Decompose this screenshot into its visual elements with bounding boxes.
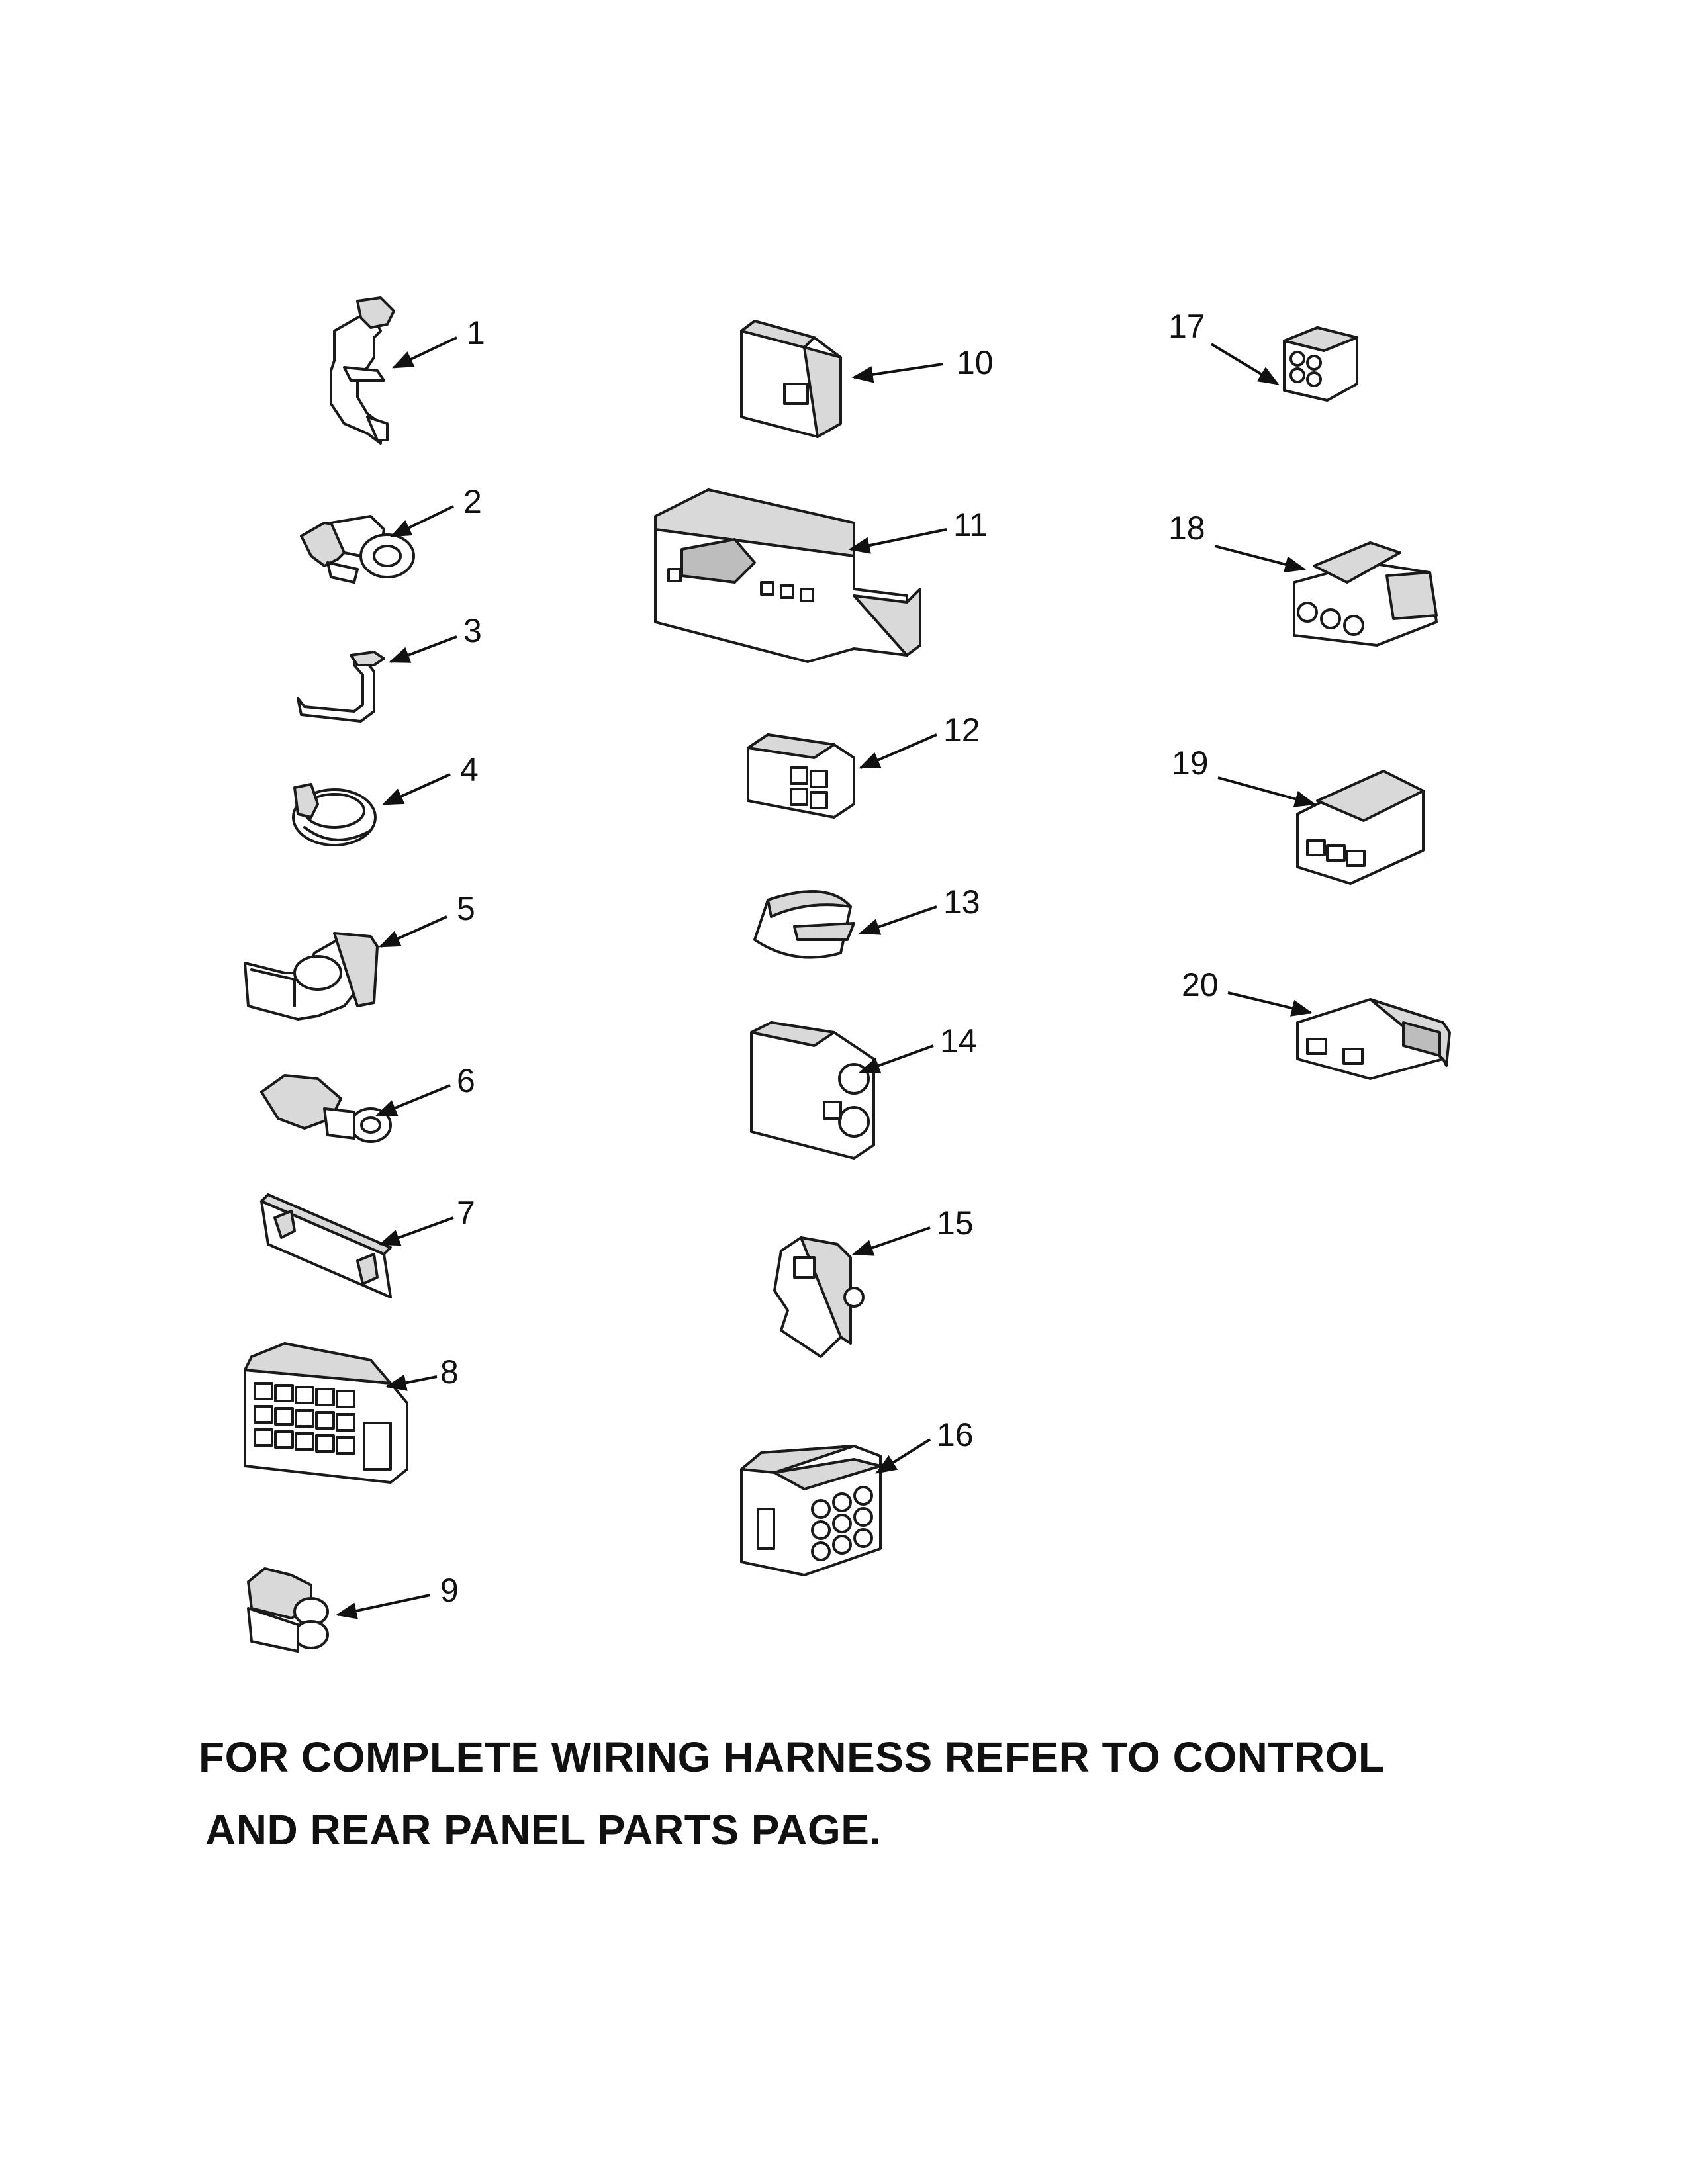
part-10-leader xyxy=(851,363,944,383)
part-18-leader xyxy=(1214,545,1307,573)
part-19-leader xyxy=(1217,776,1317,807)
part-9-leader xyxy=(335,1594,431,1619)
part-3-drawing xyxy=(297,651,385,723)
part-12-callout: 12 xyxy=(943,711,980,749)
part-11-leader xyxy=(848,528,947,554)
part-13-callout: 13 xyxy=(943,884,980,921)
part-4-callout: 4 xyxy=(460,751,479,788)
part-9-callout: 9 xyxy=(440,1572,459,1609)
part-3-leader xyxy=(389,635,457,663)
part-5-drawing xyxy=(244,932,379,1021)
part-14-leader xyxy=(858,1044,934,1074)
part-11-drawing xyxy=(654,488,921,663)
part-13-drawing xyxy=(753,890,855,959)
part-15-leader xyxy=(851,1226,931,1256)
part-19-callout: 19 xyxy=(1172,745,1209,782)
part-6-callout: 6 xyxy=(457,1062,475,1099)
part-1-leader xyxy=(392,336,457,369)
part-18-drawing xyxy=(1293,541,1438,647)
part-16-drawing xyxy=(740,1445,882,1576)
part-5-leader xyxy=(379,915,447,948)
part-7-callout: 7 xyxy=(457,1195,475,1232)
part-17-leader xyxy=(1210,343,1280,385)
note-line-2: AND REAR PANEL PARTS PAGE. xyxy=(205,1806,882,1854)
part-2-callout: 2 xyxy=(463,483,482,520)
part-10-callout: 10 xyxy=(957,344,994,381)
part-9-drawing xyxy=(247,1567,329,1653)
part-5-callout: 5 xyxy=(457,890,475,927)
part-1-callout: 1 xyxy=(467,314,485,351)
part-14-callout: 14 xyxy=(940,1023,977,1060)
part-6-leader xyxy=(375,1084,451,1116)
part-1-drawing xyxy=(330,296,395,445)
part-17-drawing xyxy=(1283,326,1358,402)
part-20-callout: 20 xyxy=(1182,966,1219,1003)
part-16-leader xyxy=(875,1438,931,1474)
part-12-leader xyxy=(859,733,937,769)
part-4-drawing xyxy=(292,783,377,846)
part-8-drawing xyxy=(244,1342,408,1484)
part-12-drawing xyxy=(747,733,855,819)
part-7-leader xyxy=(378,1216,454,1246)
part-13-leader xyxy=(858,905,937,935)
part-15-callout: 15 xyxy=(937,1205,974,1242)
wiring-harness-note: FOR COMPLETE WIRING HARNESS REFER TO CON… xyxy=(199,1721,1523,1866)
part-8-leader xyxy=(385,1374,438,1391)
part-14-drawing xyxy=(750,1021,875,1160)
part-6-drawing xyxy=(260,1074,392,1143)
part-20-drawing xyxy=(1296,998,1451,1080)
part-19-drawing xyxy=(1296,770,1425,885)
part-17-callout: 17 xyxy=(1168,308,1205,345)
part-4-leader xyxy=(382,773,451,805)
part-18-callout: 18 xyxy=(1168,510,1205,547)
part-10-drawing xyxy=(740,320,842,438)
part-15-drawing xyxy=(773,1236,865,1358)
note-line-1: FOR COMPLETE WIRING HARNESS REFER TO CON… xyxy=(199,1733,1385,1781)
part-11-callout: 11 xyxy=(953,506,988,543)
part-8-callout: 8 xyxy=(440,1353,459,1390)
part-7-drawing xyxy=(260,1193,392,1298)
part-2-leader xyxy=(390,505,454,537)
part-3-callout: 3 xyxy=(463,612,482,649)
part-2-drawing xyxy=(300,515,415,584)
part-16-callout: 16 xyxy=(937,1416,974,1453)
part-20-leader xyxy=(1227,991,1313,1017)
